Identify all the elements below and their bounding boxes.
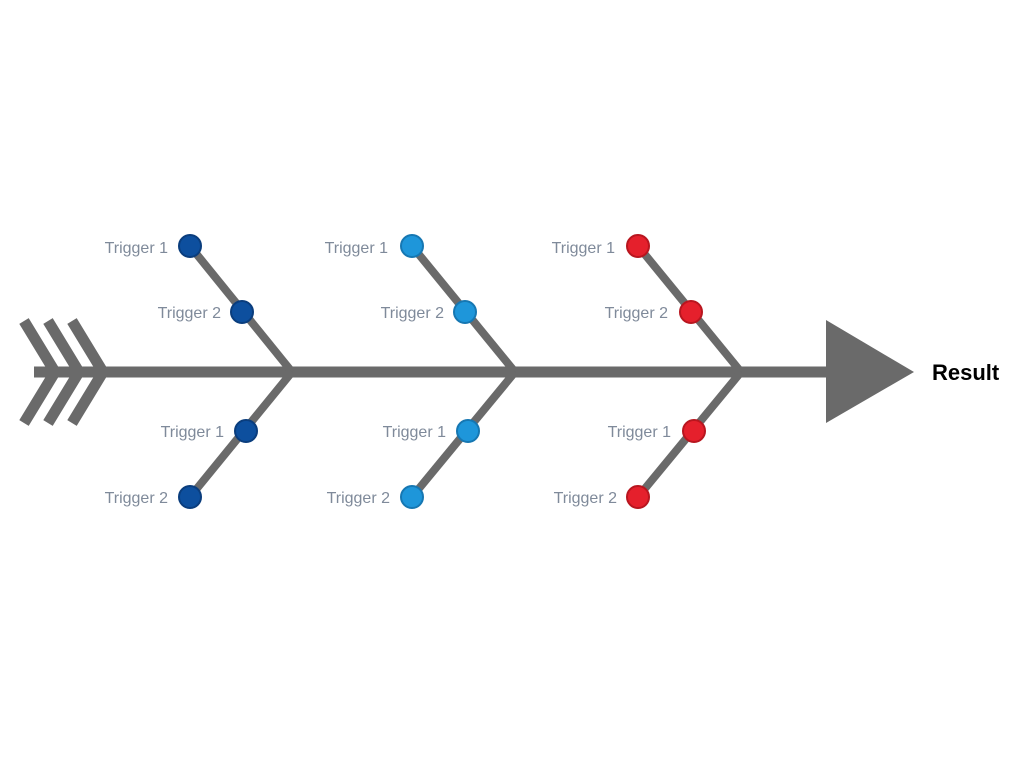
tail-chevron-2	[43, 318, 86, 426]
branch-3-top-node-1	[626, 234, 650, 258]
branch-2-bottom-label-1: Trigger 1	[383, 424, 447, 441]
branch-1-top-node-1	[178, 234, 202, 258]
branch-1-bottom-label-2: Trigger 2	[105, 490, 169, 507]
branch-2-bottom-label-2: Trigger 2	[327, 490, 391, 507]
branch-1-top-label-1: Trigger 1	[105, 240, 169, 257]
branch-2: Trigger 1 Trigger 2 Trigger 1 Trigger 2	[325, 234, 519, 509]
tail-chevron-1	[19, 318, 62, 426]
branch-3: Trigger 1 Trigger 2 Trigger 1 Trigger 2	[552, 234, 745, 509]
branch-2-top-node-2	[453, 300, 477, 324]
branch-1: Trigger 1 Trigger 2 Trigger 1 Trigger 2	[105, 234, 296, 509]
tail-chevrons	[19, 318, 110, 426]
branch-1-bottom-node-2	[178, 485, 202, 509]
result-label: Result	[932, 360, 1000, 385]
branch-1-top-node-2	[230, 300, 254, 324]
branch-3-top-label-1: Trigger 1	[552, 240, 616, 257]
branch-1-bottom-label-1: Trigger 1	[161, 424, 225, 441]
branch-3-bottom-label-2: Trigger 2	[554, 490, 618, 507]
branch-1-top-label-2: Trigger 2	[158, 305, 222, 322]
branch-2-top-label-1: Trigger 1	[325, 240, 389, 257]
arrow-head	[826, 320, 914, 423]
branch-3-bottom-node-1	[682, 419, 706, 443]
branch-2-bottom-node-1	[456, 419, 480, 443]
branch-2-bottom-node-2	[400, 485, 424, 509]
branch-3-bottom-node-2	[626, 485, 650, 509]
tail-chevron-3	[67, 318, 110, 426]
branch-2-top-node-1	[400, 234, 424, 258]
branch-3-top-label-2: Trigger 2	[605, 305, 669, 322]
branch-2-top-label-2: Trigger 2	[381, 305, 445, 322]
branch-3-top-node-2	[679, 300, 703, 324]
branch-3-bottom-label-1: Trigger 1	[608, 424, 672, 441]
branch-1-bottom-node-1	[234, 419, 258, 443]
